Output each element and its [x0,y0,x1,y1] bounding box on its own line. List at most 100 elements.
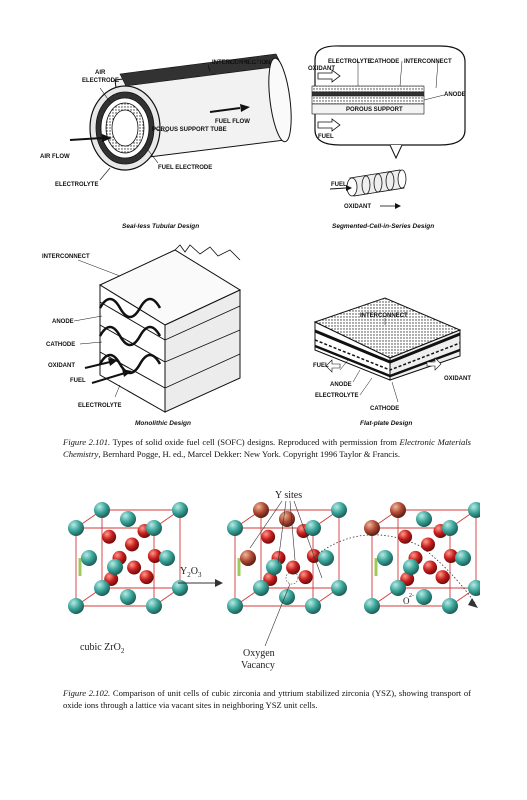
caption-segmented: Segmented-Cell-in-Series Design [332,223,434,230]
label-flat-anode: ANODE [330,382,352,388]
zirconium-atom [331,502,347,518]
oxygen-atom [286,560,301,575]
source-title: Electronic Materials Chemistry [63,437,472,459]
oxygen-atom [398,529,413,544]
label-flat-cathode: CATHODE [370,406,399,412]
zirconium-atom [266,559,282,575]
zirconium-atom [377,550,393,566]
label-seg-cathode: CATHODE [370,59,399,65]
label-seg-anode: ANODE [444,92,466,98]
zirconium-atom [107,559,123,575]
label-electrolyte: ELECTROLYTE [55,182,98,188]
oxygen-atom [435,570,450,585]
label-porous-support-tube: POROUS SUPPORT TUBE [152,127,227,133]
label-flat-fuel: FUEL [313,363,329,369]
zirconium-atom [390,580,406,596]
ysz-unit-cells-figure: Y2O3 Y sites Oxygen Vacancy cubic ZrO2 O… [68,490,480,671]
flatplate-design: INTERCONNECT FUEL OXIDANT ANODE ELECTROL… [313,297,471,427]
zirconium-atom [68,520,84,536]
zirconium-atom [253,580,269,596]
zirconium-atom [94,580,110,596]
zirconium-atom [146,520,162,536]
label-fuel-electrode: FUEL ELECTRODE [158,165,212,171]
zirconium-atom [120,511,136,527]
label-air-flow: AIR FLOW [40,154,70,160]
zirconium-atom [68,598,84,614]
zirconium-atom [159,550,175,566]
zirconium-atom [416,511,432,527]
label-mono-anode: ANODE [52,319,74,325]
zirconium-atom [468,502,480,518]
zirconium-atom [318,550,334,566]
label-seg-fuel-small: FUEL [331,182,347,188]
zirconium-atom [364,598,380,614]
oxygen-atom [147,549,162,563]
label-mono-oxidant: OXIDANT [48,363,75,369]
zirconium-atom [305,598,321,614]
oxygen-atom [139,570,154,585]
label-flat-interconnect: INTERCONNECT [360,313,408,319]
segmented-design: ELECTROLYTE CATHODE INTERCONNECT OXIDANT… [308,45,466,230]
oxygen-atom [261,529,276,544]
atoms [68,502,480,614]
zirconium-atom [331,580,347,596]
figure-2-102-caption: Figure 2.102. Comparison of unit cells o… [63,688,471,711]
yttrium-atom [364,520,380,536]
zirconium-atom [81,550,97,566]
label-interconnection: INTERCONNECTION [212,60,270,66]
zirconium-atom [120,589,136,605]
figure-2-101-caption: Figure 2.101. Types of solid oxide fuel … [63,437,471,460]
zirconium-atom [416,589,432,605]
caption-monolithic: Monolithic Design [135,420,191,427]
oxygen-atom [125,537,139,552]
ion-transport-path [309,534,476,604]
oxygen-label: Oxygen [243,648,275,659]
y2o3-label: Y2O3 [180,566,202,579]
tubular-design: INTERCONNECTION AIR ELECTRODE FUEL FLOW … [40,53,292,230]
label-seg-oxidant: OXIDANT [308,66,335,72]
label-seg-porous-support: POROUS SUPPORT [346,107,403,113]
label-mono-interconnect: INTERCONNECT [42,254,90,260]
zirconium-atom [172,502,188,518]
oxygen-atom [421,537,435,552]
label-flat-electrolyte: ELECTROLYTE [315,393,358,399]
caption-text-cont: , Bernhard Pogge, H. ed., Marcel Dekker:… [98,448,400,459]
figure-label: Figure 2.101. [63,437,111,447]
label-mono-fuel: FUEL [70,378,86,384]
zirconium-atom [442,598,458,614]
yttrium-atom [253,502,269,518]
zirconium-atom [227,598,243,614]
label-fuel-flow: FUEL FLOW [215,119,250,125]
zirconium-atom [146,598,162,614]
zirconium-atom [455,550,471,566]
caption-text-2: Comparison of unit cells of cubic zircon… [63,688,472,710]
oxygen-atom [423,560,438,575]
zirconium-atom [468,580,480,596]
label-seg-oxidant-small: OXIDANT [344,204,371,210]
zirconium-atom [442,520,458,536]
label-flat-oxidant: OXIDANT [444,376,471,382]
zirconium-atom [172,580,188,596]
monolithic-design: INTERCONNECT ANODE CATHODE OXIDANT FUEL … [42,244,242,427]
label-seg-interconnect: INTERCONNECT [404,59,452,65]
yttrium-atom [240,550,256,566]
yttrium-atom [279,511,295,527]
y-sites-label: Y sites [275,490,302,501]
zirconium-atom [305,520,321,536]
figure-label-2: Figure 2.102. [63,688,111,698]
zirconium-atom [94,502,110,518]
caption-flatplate: Flat-plate Design [360,420,412,427]
vacancy-label: Vacancy [241,660,275,671]
oxygen-vacancy-marker [285,571,299,585]
label-mono-electrolyte: ELECTROLYTE [78,403,121,409]
label-air-electrode-2: ELECTRODE [82,78,119,84]
cubic-zro2-label: cubic ZrO2 [80,642,125,655]
oxygen-atom [127,560,142,575]
oxygen-atom [102,529,117,544]
cell-edges [75,509,477,607]
zirconium-atom [227,520,243,536]
oxygen-atom [443,549,458,563]
oxide-ion-label: O [403,596,410,606]
label-seg-electrolyte: ELECTROLYTE [328,59,371,65]
